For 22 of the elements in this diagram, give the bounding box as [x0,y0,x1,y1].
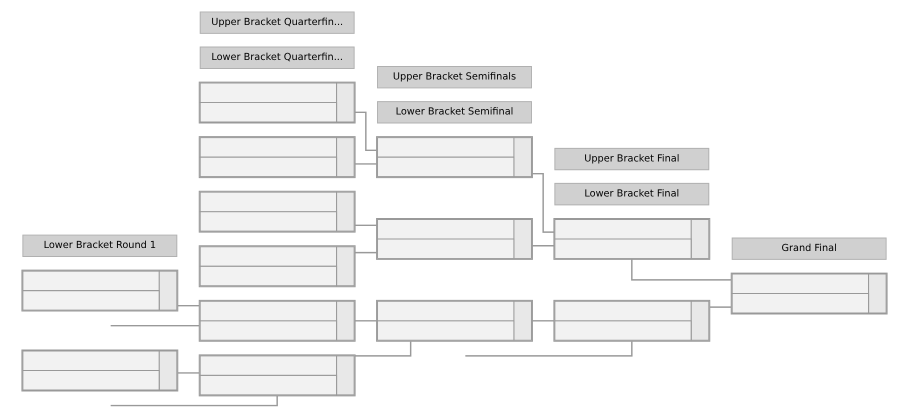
node-box: Lower Bracket Final [554,182,710,206]
connector [178,304,200,306]
connector [631,259,732,281]
node-box: Upper Bracket Final [554,148,710,170]
node-box: Upper Bracket Semifinals [377,66,532,88]
connector [532,320,554,322]
connector [532,172,554,233]
connector [110,324,200,326]
node-box: Lower Bracket Quarterfin... [200,46,355,69]
connector [355,163,376,165]
connector [355,112,376,152]
node-box: Lower Bracket Round 1 [22,234,178,257]
connector [355,252,376,254]
node-box: Grand Final [732,238,887,260]
connector [355,224,376,226]
connector [110,396,278,406]
connector [355,320,376,322]
node-box: Upper Bracket Quarterfin... [200,11,355,34]
connector [178,372,200,374]
connector [532,245,554,246]
node-box: Lower Bracket Semifinal [377,101,532,124]
connector [710,306,732,308]
